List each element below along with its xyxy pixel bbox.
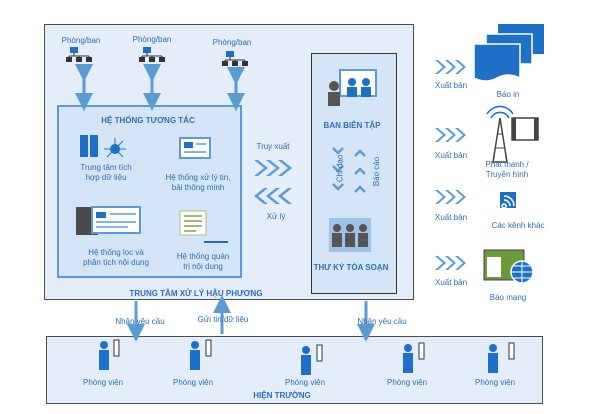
publish-label: Xuất bản: [434, 151, 468, 160]
department-org-icon: [222, 51, 248, 66]
receive-request-label: Nhận yêu cầu: [357, 317, 407, 326]
department-label: Phòng/ban: [132, 35, 172, 44]
editorial-board-icon: [328, 69, 377, 106]
reporter-label: Phóng viên: [82, 378, 124, 387]
newspaper-icon: [473, 24, 544, 82]
content-filter-icon: [76, 206, 141, 235]
reporter-icon: [488, 342, 515, 373]
department-label: Phòng/ban: [212, 38, 252, 47]
print-channel-label: Báo in: [496, 90, 520, 99]
retrieve-label: Truy xuất: [256, 142, 290, 151]
web-channel-label: Báo mạng: [489, 293, 527, 302]
editorial-board-label: BAN BIÊN TẬP: [323, 121, 381, 130]
reporter-label: Phóng viên: [172, 378, 214, 387]
reporter-label: Phóng viên: [474, 378, 516, 387]
broadcast-channel-label: Phát thanh / Truyền hình: [485, 160, 529, 179]
field-title: HIỆN TRƯỜNG: [253, 391, 311, 400]
retrieve-arrow: [254, 160, 292, 176]
backoffice-footer-label: TRUNG TÂM XỬ LÝ HẬU PHƯƠNG: [129, 289, 263, 298]
interaction-system-box: [57, 105, 242, 278]
interaction-system-title: HỆ THỐNG TƯƠNG TÁC: [101, 116, 195, 125]
reporter-icon: [403, 342, 425, 373]
direction-arrows: [332, 147, 344, 191]
content-filter-label: Hệ thống lọc và phân tích nội dung: [83, 248, 149, 267]
content-admin-label: Hệ thống quản trị nội dung: [176, 252, 230, 271]
direction-label: Chỉ đạo: [335, 154, 345, 183]
secretariat-icon: [329, 218, 371, 252]
data-center-icon: [80, 135, 126, 158]
report-arrows: [354, 149, 366, 193]
publish-arrows: [435, 60, 466, 270]
reporter-icon: [99, 339, 120, 370]
data-center-label: Trung tâm tích hợp dữ liệu: [80, 163, 132, 182]
reporter-label: Phóng viên: [284, 378, 326, 387]
smart-processing-label: Hệ thống xử lý tin, bài thông minh: [165, 173, 231, 192]
broadcast-tower-icon: [486, 105, 539, 163]
department-label: Phòng/ban: [61, 36, 101, 45]
report-label: Báo cáo: [372, 156, 382, 187]
reporter-icon: [301, 344, 323, 375]
process-label: Xử lý: [266, 212, 286, 221]
wifi-icon: [500, 192, 516, 209]
field-box: [46, 336, 543, 404]
department-org-icon: [139, 47, 165, 62]
reporter-icon: [190, 339, 212, 370]
department-org-icon: [66, 47, 92, 62]
reporter-label: Phóng viên: [386, 378, 428, 387]
publish-label: Xuất bản: [434, 213, 468, 222]
monitor-icon: [179, 137, 211, 159]
send-data-label: Gửi tin/dữ liệu: [197, 315, 249, 324]
web-icon: [483, 249, 534, 284]
publish-label: Xuất bản: [434, 81, 468, 90]
other-channels-label: Các kênh khác: [491, 221, 545, 230]
publish-label: Xuất bản: [434, 278, 468, 287]
process-arrow: [254, 188, 292, 204]
secretary-label: THƯ KÝ TÒA SOẠN: [313, 263, 389, 272]
receive-request-label: Nhận yêu cầu: [115, 317, 165, 326]
document-list-icon: [179, 210, 228, 243]
